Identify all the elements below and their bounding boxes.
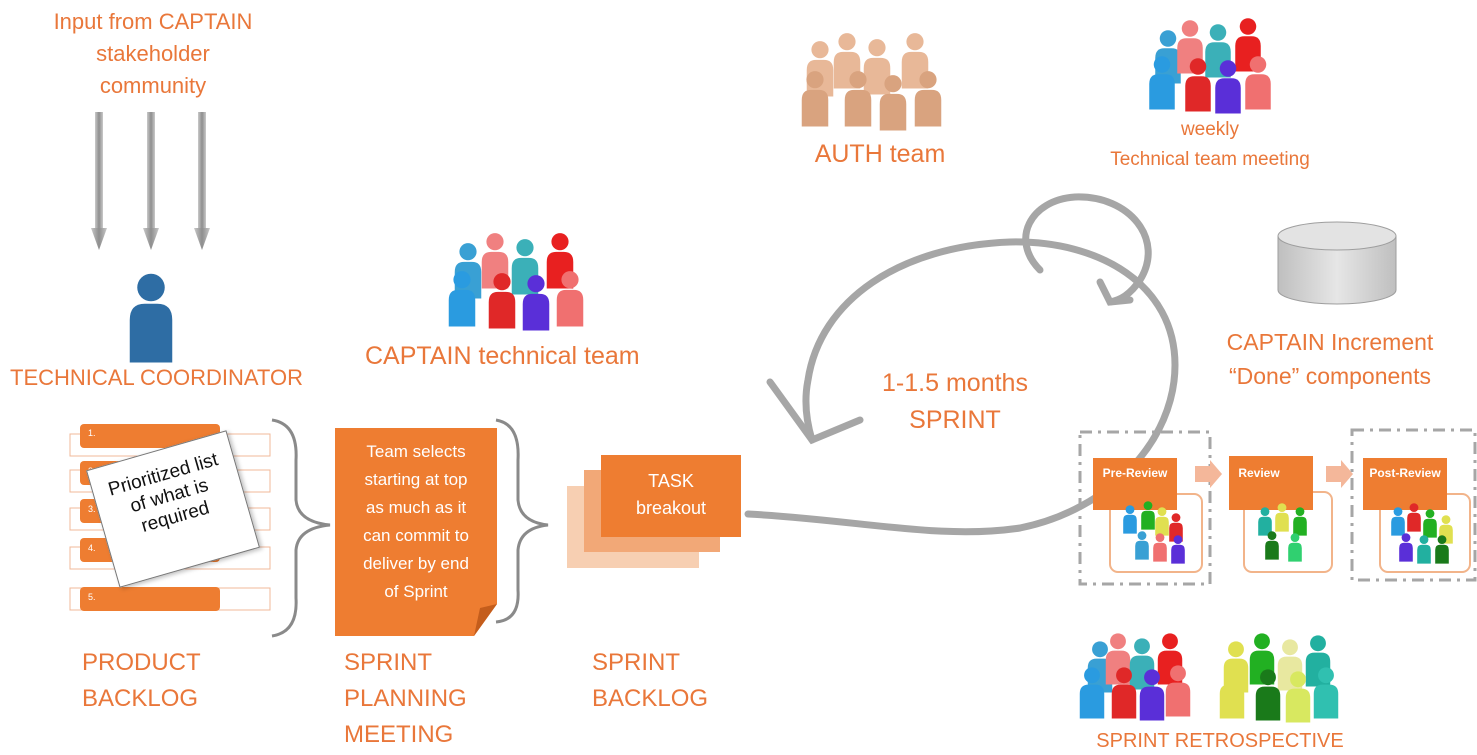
review-stages	[1078, 428, 1477, 586]
product-backlog-label: PRODUCT BACKLOG	[82, 645, 201, 717]
review-title: Review	[1238, 466, 1280, 480]
sprint-planning-note-text: Team selects starting at top as much as …	[335, 438, 497, 606]
note-line: deliver by end	[363, 554, 469, 573]
increment-line: CAPTAIN Increment	[1226, 329, 1434, 355]
sprint-backlog-stack	[567, 455, 741, 568]
note-line: starting at top	[364, 470, 468, 489]
label-line: SPRINT	[344, 649, 433, 676]
note-line: as much as it	[365, 498, 467, 517]
input-arrows	[91, 112, 210, 250]
sprint-cycle-label: 1-1.5 months SPRINT	[860, 365, 1050, 439]
input-line: Input from CAPTAIN	[53, 9, 253, 34]
sprint-planning-label: SPRINT PLANNING MEETING	[344, 645, 467, 753]
person-icon	[129, 273, 173, 363]
people-group-icon	[801, 33, 942, 131]
weekly-meeting-line: weekly	[1180, 119, 1240, 140]
auth-team-label: AUTH team	[814, 140, 946, 168]
captain-team-label: CAPTAIN technical team	[365, 342, 640, 370]
label-line: BACKLOG	[592, 685, 709, 712]
card-line: breakout	[635, 498, 707, 518]
backlog-item-number: 4.	[88, 543, 96, 553]
retrospective-label: SPRINT RETROSPECTIVE	[1096, 730, 1344, 752]
label-line: PLANNING	[344, 685, 467, 712]
sprint-backlog-label: SPRINT BACKLOG	[592, 645, 708, 717]
backlog-item-number: 5.	[88, 592, 96, 602]
backlog-item-number: 3.	[88, 504, 96, 514]
note-line: of Sprint	[384, 582, 448, 601]
label-line: BACKLOG	[82, 685, 199, 712]
task-breakout-card: TASK breakout	[601, 468, 741, 522]
sprint-cycle-line: SPRINT	[909, 406, 1001, 434]
card-line: TASK	[648, 471, 694, 491]
label-line: MEETING	[344, 721, 454, 748]
input-line: community	[99, 73, 207, 98]
increment-line: “Done” components	[1229, 363, 1431, 389]
note-line: Team selects	[366, 442, 466, 461]
post-review-title: Post-Review	[1369, 466, 1441, 480]
people-group-icon	[1079, 633, 1191, 721]
note-line: can commit to	[363, 526, 469, 545]
curly-brace-icon	[271, 418, 549, 638]
weekly-meeting-line: Technical team meeting	[1110, 149, 1310, 170]
pre-review-title: Pre-Review	[1102, 466, 1168, 480]
database-icon	[1277, 221, 1397, 305]
label-line: SPRINT	[592, 649, 681, 676]
input-label: Input from CAPTAIN stakeholder community	[38, 6, 268, 102]
backlog-item-number: 1.	[88, 428, 96, 438]
cycle-arrow-icon	[744, 193, 1179, 536]
sprint-planning-note	[335, 428, 497, 636]
increment-label: CAPTAIN Increment “Done” components	[1210, 325, 1450, 393]
input-line: stakeholder	[96, 41, 210, 66]
sprint-cycle-line: 1-1.5 months	[882, 369, 1028, 397]
weekly-meeting-label: weekly Technical team meeting	[1080, 115, 1340, 175]
label-line: PRODUCT	[82, 649, 201, 676]
people-group-icon	[448, 233, 584, 331]
people-group-icon	[1219, 633, 1339, 723]
technical-coordinator-label: TECHNICAL COORDINATOR	[10, 365, 303, 390]
people-group-icon	[1149, 18, 1271, 114]
